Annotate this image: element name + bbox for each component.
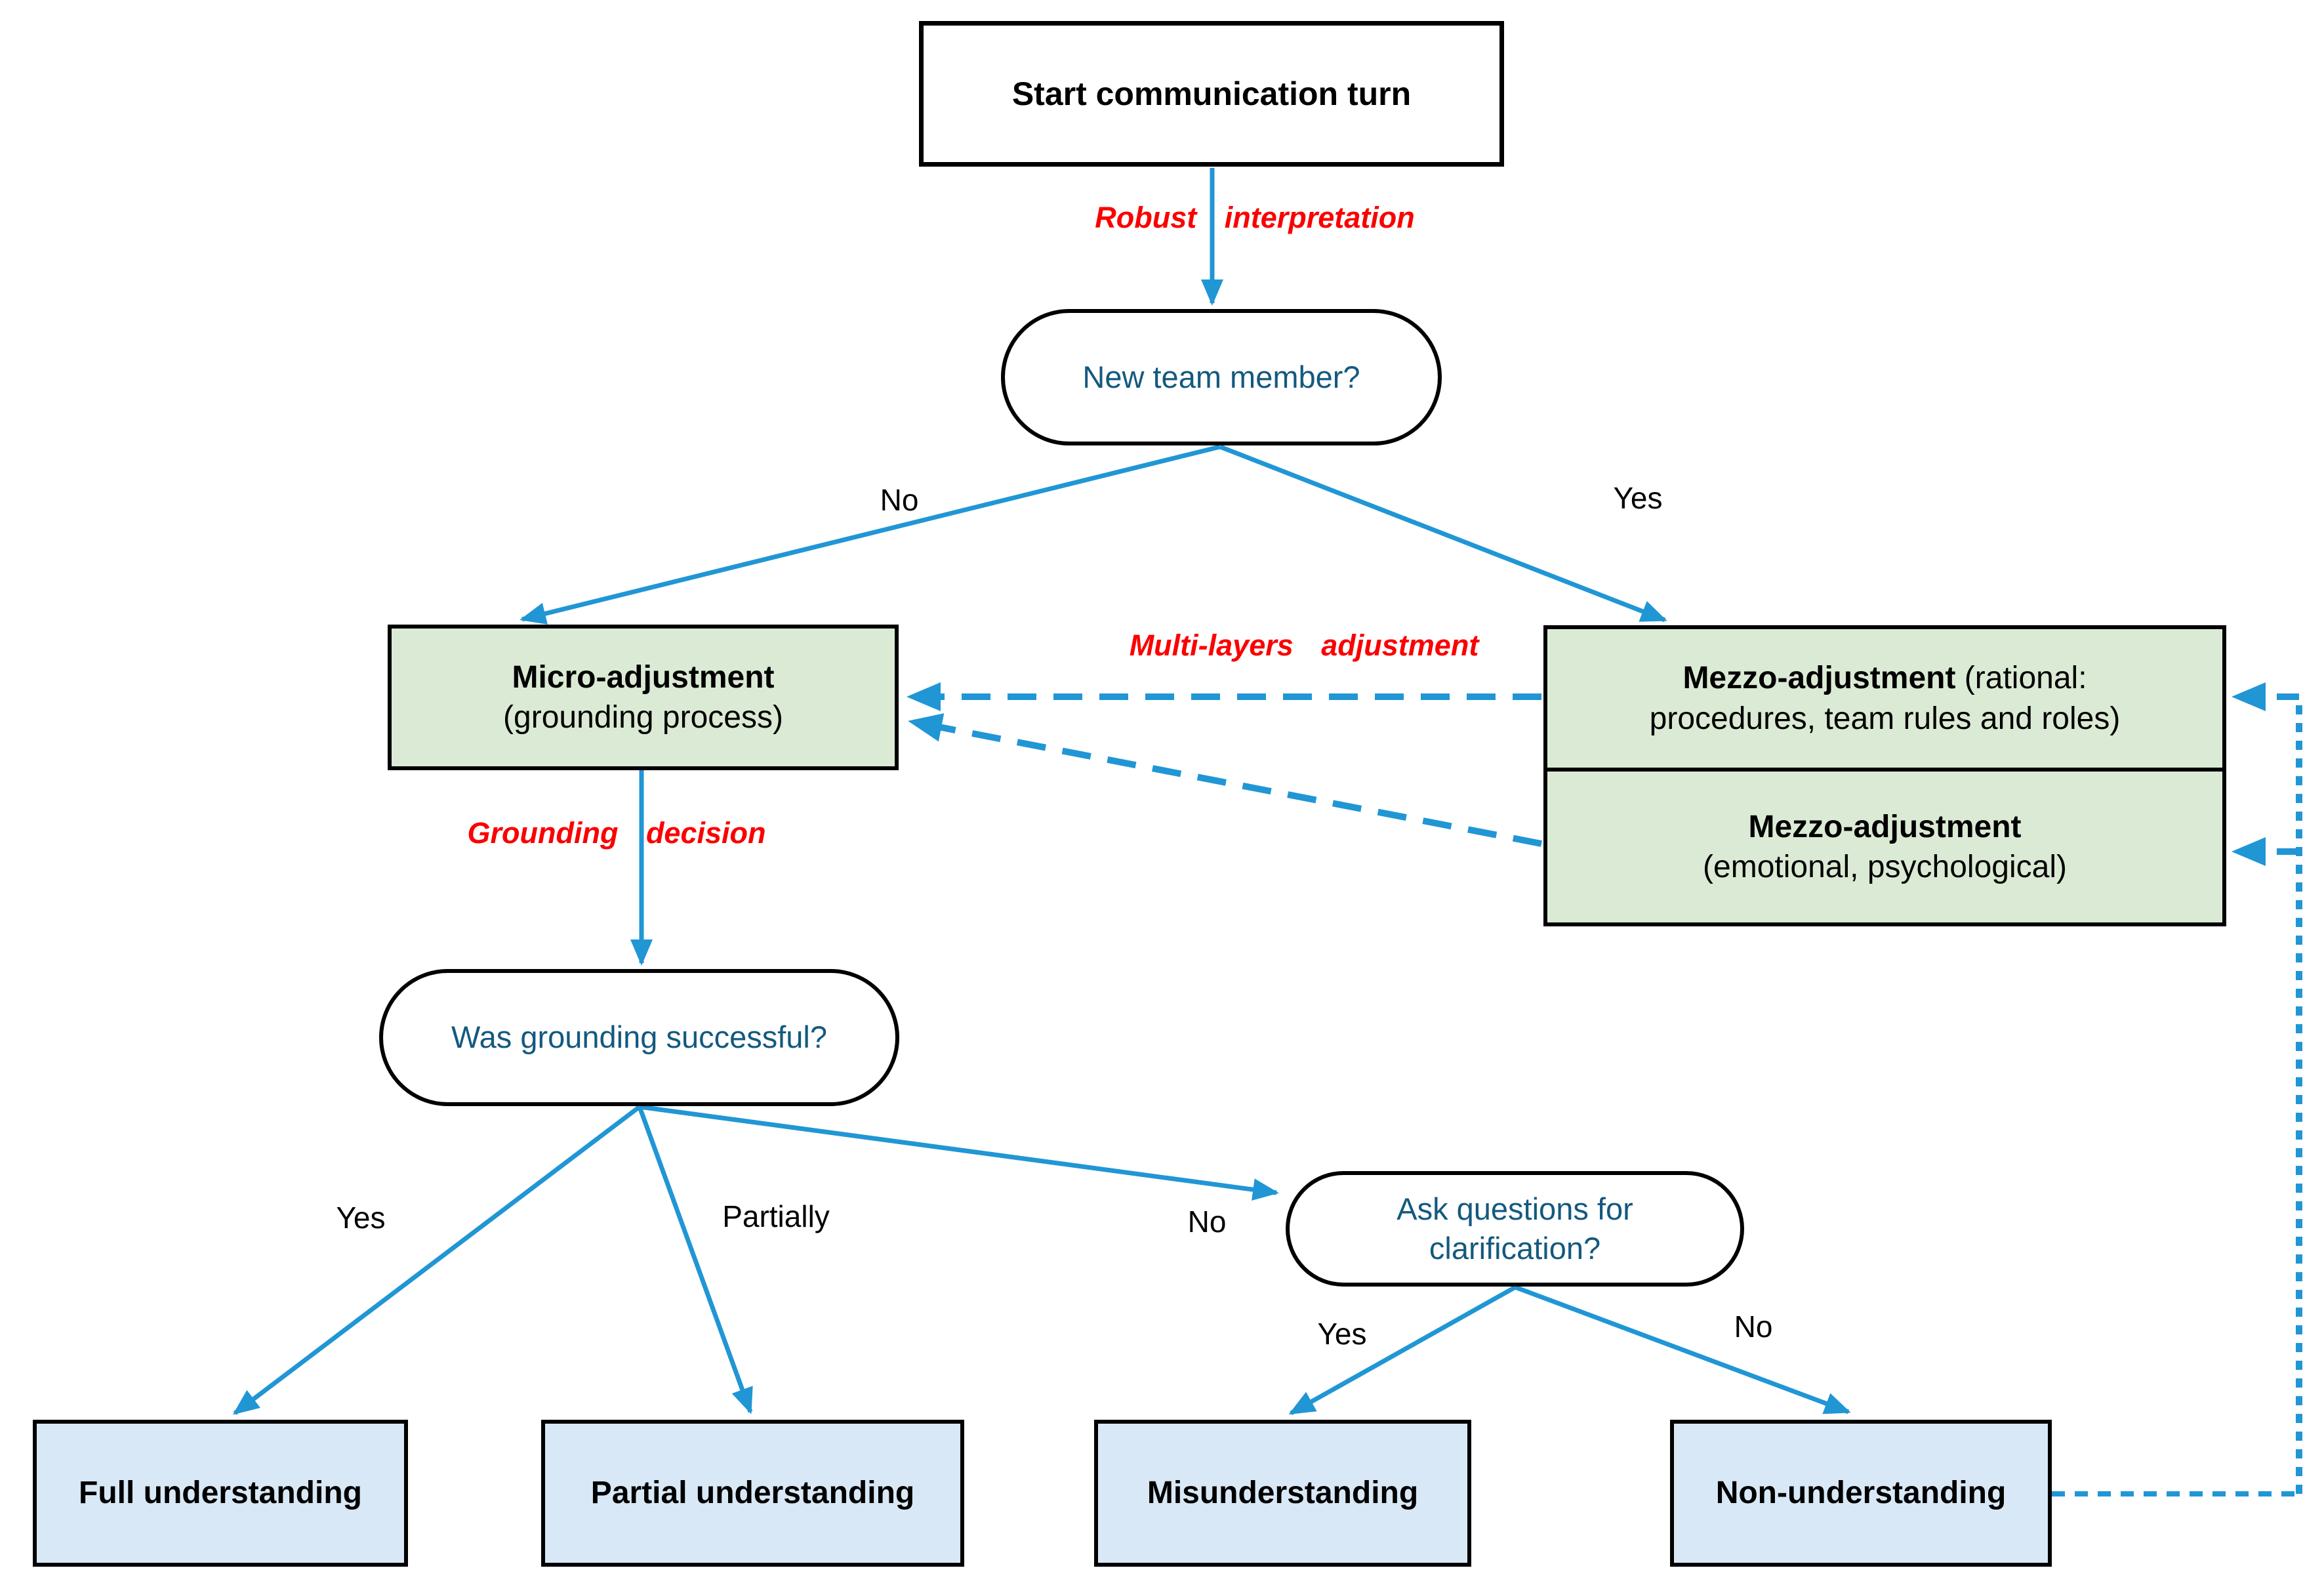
- edge-was-grounding-no-to-ask-questions: [639, 1104, 1279, 1201]
- node-mezzo-adjustment-emotional: Mezzo-adjustment (emotional, psychologic…: [1543, 768, 2226, 926]
- node-start-label: Start communication turn: [1011, 75, 1412, 112]
- edge-new-team-member-no-to-micro: [520, 444, 1221, 625]
- node-ask-questions-line2: clarification?: [1429, 1231, 1601, 1266]
- node-non-understanding: Non-understanding: [1670, 1420, 2052, 1567]
- node-misunderstanding-label: Misunderstanding: [1147, 1476, 1419, 1511]
- node-partial-understanding: Partial understanding: [541, 1420, 964, 1567]
- node-new-team-member-label: New team member?: [1082, 359, 1360, 394]
- edge-label-grounding-no: No: [1187, 1205, 1227, 1239]
- node-full-understanding-label: Full understanding: [79, 1476, 362, 1511]
- edge-label-multi-layers-adjustment: Multi-layers adjustment: [1129, 629, 1479, 662]
- edge-new-team-member-yes-to-mezzo-rational: [1219, 444, 1667, 623]
- node-micro-adjustment: Micro-adjustment (grounding process): [388, 625, 899, 770]
- node-mezzo-rational-line2: procedures, team rules and roles): [1649, 701, 2121, 736]
- node-mezzo-rational-line1: Mezzo-adjustment (rational:: [1682, 661, 2087, 696]
- edge-was-grounding-yes-to-full: [232, 1105, 642, 1415]
- edge-ask-questions-no-to-non-understanding: [1514, 1285, 1851, 1414]
- node-misunderstanding: Misunderstanding: [1094, 1420, 1471, 1567]
- node-new-team-member-decision: New team member?: [1001, 309, 1442, 445]
- edge-label-grounding-decision: Grounding decision: [467, 816, 766, 850]
- edge-label-new-member-yes: Yes: [1613, 481, 1663, 515]
- node-micro-adjustment-subtitle: (grounding process): [503, 700, 783, 735]
- edge-label-clarification-yes: Yes: [1317, 1317, 1367, 1351]
- edge-label-grounding-yes: Yes: [336, 1201, 386, 1235]
- node-mezzo-emotional-title: Mezzo-adjustment: [1748, 809, 2022, 844]
- node-ask-questions-line1: Ask questions for: [1396, 1191, 1633, 1226]
- node-start-communication-turn: Start communication turn: [919, 21, 1504, 167]
- node-non-understanding-label: Non-understanding: [1715, 1476, 2007, 1511]
- node-full-understanding: Full understanding: [33, 1420, 408, 1567]
- node-mezzo-adjustment-rational: Mezzo-adjustment (rational: procedures, …: [1543, 625, 2226, 772]
- node-mezzo-emotional-line2: (emotional, psychological): [1703, 850, 2067, 884]
- node-micro-adjustment-title: Micro-adjustment: [512, 659, 775, 695]
- edge-ask-questions-yes-to-misunderstanding: [1288, 1285, 1517, 1416]
- node-ask-questions-decision: Ask questions for clarification?: [1286, 1171, 1744, 1287]
- edge-label-grounding-partially: Partially: [722, 1199, 830, 1233]
- edge-label-clarification-no: No: [1734, 1310, 1773, 1344]
- node-partial-understanding-label: Partial understanding: [590, 1476, 915, 1511]
- edge-label-new-member-no: No: [880, 483, 919, 517]
- node-was-grounding-label: Was grounding successful?: [451, 1020, 827, 1055]
- edge-label-robust-interpretation: Robust interpretation: [1095, 201, 1415, 234]
- node-was-grounding-successful-decision: Was grounding successful?: [379, 969, 899, 1106]
- edge-mezzo-emotional-to-micro-dashed: [908, 713, 1542, 847]
- edge-was-grounding-partially-to-partial: [637, 1105, 753, 1414]
